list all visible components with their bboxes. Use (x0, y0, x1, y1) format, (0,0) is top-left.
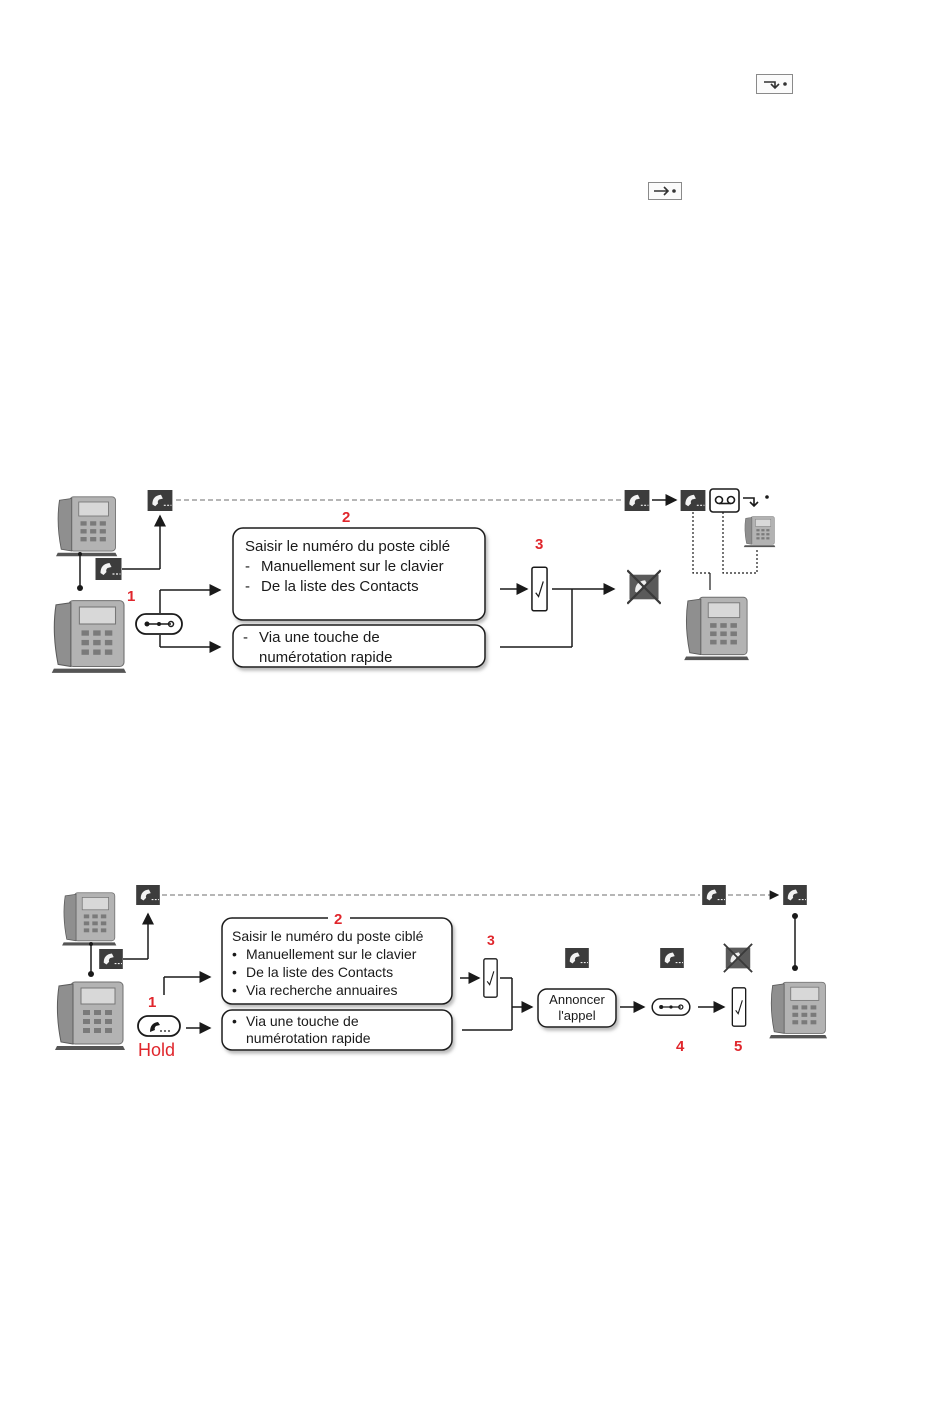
incoming-call-icon (95, 558, 122, 580)
call-icon (147, 490, 173, 511)
target-phone-icon (768, 981, 828, 1039)
box-title: Saisir le numéro du poste ciblé (232, 928, 424, 944)
hang-up-key-icon (483, 958, 498, 998)
list-item: Manuellement sur le clavier (246, 946, 417, 962)
transfer-key-icon (651, 998, 691, 1016)
list-item: Manuellement sur le clavier (261, 558, 444, 575)
announce-label: Annoncer (549, 992, 605, 1007)
speed-dial-box (221, 1009, 453, 1051)
step-number: 3 (487, 932, 495, 948)
dial-methods-box (232, 527, 486, 621)
target-phone-icon (683, 596, 750, 661)
caller-phone-icon (55, 496, 118, 557)
list-item: Via recherche annuaires (246, 982, 398, 998)
user-phone-icon (54, 981, 126, 1051)
list-item: numérotation rapide (246, 1030, 371, 1046)
list-bullet: - (243, 629, 248, 646)
step-number: 2 (342, 509, 350, 526)
step-number: 4 (676, 1038, 685, 1055)
call-icon (680, 490, 706, 511)
call-ended-icon (723, 942, 753, 974)
call-icon (136, 885, 160, 905)
list-bullet: • (232, 946, 237, 962)
list-item: De la liste des Contacts (246, 964, 393, 980)
call-icon (702, 885, 726, 905)
hang-up-key-icon (531, 566, 548, 612)
user-phone-icon (51, 600, 127, 674)
hang-up-key-icon (731, 987, 747, 1027)
transfer-arrow-icon (743, 495, 769, 508)
step-number: 2 (334, 911, 342, 928)
call-icon (565, 948, 589, 968)
list-item: numérotation rapide (259, 649, 392, 666)
transfer-key-icon (756, 74, 793, 94)
call-icon (783, 885, 807, 905)
diagram-1: 1 2 Saisir le numéro du poste ciblé - Ma… (51, 488, 776, 674)
list-bullet: • (232, 1013, 237, 1029)
target-small-phone-icon (743, 516, 776, 548)
call-ended-icon (627, 569, 661, 605)
list-bullet: • (232, 982, 237, 998)
list-item: Via une touche de (259, 629, 380, 646)
list-bullet: - (245, 578, 250, 595)
box-title: Saisir le numéro du poste ciblé (245, 538, 450, 555)
step-number: 5 (734, 1038, 742, 1055)
list-item: Via une touche de (246, 1013, 359, 1029)
speed-dial-box (232, 624, 486, 668)
step-number: 1 (148, 994, 156, 1011)
transfer-key-icon (135, 613, 183, 635)
announce-call-box (537, 988, 617, 1028)
incoming-call-icon (99, 949, 123, 969)
voicemail-icon (709, 488, 740, 513)
call-icon (624, 490, 650, 511)
hold-label: Hold (138, 1040, 175, 1060)
list-bullet: - (245, 558, 250, 575)
caller-phone-icon (61, 892, 117, 946)
step-number: 3 (535, 536, 543, 553)
step-number: 1 (127, 588, 135, 605)
list-bullet: • (232, 964, 237, 980)
announce-label: l'appel (558, 1008, 595, 1023)
list-item: De la liste des Contacts (261, 578, 419, 595)
forward-key-icon (648, 182, 682, 200)
hold-key-icon (137, 1015, 181, 1037)
diagram-2: 1 Hold 2 Saisir le numéro du poste ciblé… (54, 885, 828, 1060)
call-icon (660, 948, 684, 968)
